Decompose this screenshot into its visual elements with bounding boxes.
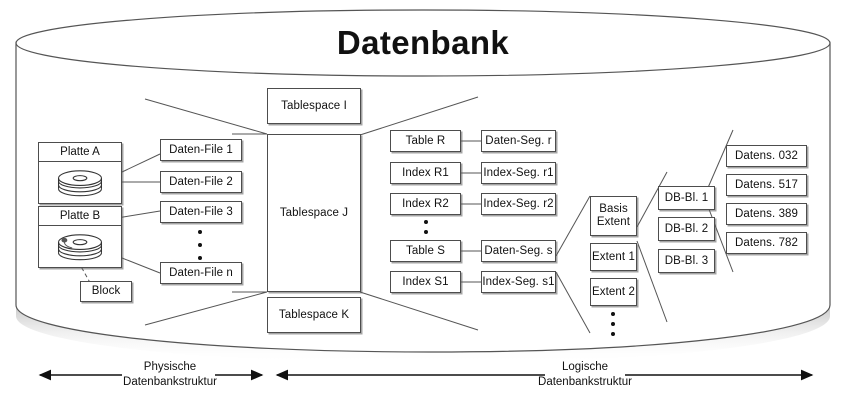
record-box-782[interactable]: Datens. 782 (726, 232, 807, 254)
record-box-032[interactable]: Datens. 032 (726, 145, 807, 167)
object-box-index-s1[interactable]: Index S1 (390, 271, 461, 293)
segment-box-index-r1[interactable]: Index-Seg. r1 (481, 162, 556, 184)
object-box-table-r[interactable]: Table R (390, 130, 461, 152)
object-box-index-r2[interactable]: Index R2 (390, 193, 461, 215)
datafile-box-2[interactable]: Daten-File 2 (160, 171, 242, 193)
extent-basis-line2: Extent (596, 216, 631, 228)
datafile-box-3[interactable]: Daten-File 3 (160, 201, 242, 223)
dbblock-box-2[interactable]: DB-Bl. 2 (658, 217, 715, 241)
physical-structure-line2: Datenbankstruktur (123, 375, 217, 388)
physical-structure-line1: Physische (143, 361, 197, 373)
disk-label: Platte A (39, 143, 121, 162)
object-box-table-s[interactable]: Table S (390, 240, 461, 262)
connector-group-segment-extents (555, 195, 591, 334)
disk-platter-icon (39, 226, 121, 270)
dbblock-box-3[interactable]: DB-Bl. 3 (658, 249, 715, 273)
cylinder-shadow (16, 305, 830, 363)
record-box-389[interactable]: Datens. 389 (726, 203, 807, 225)
datafile-box-1[interactable]: Daten-File 1 (160, 139, 242, 161)
block-box[interactable]: Block (80, 281, 132, 302)
record-box-517[interactable]: Datens. 517 (726, 174, 807, 196)
disk-platte-a[interactable]: Platte A (38, 142, 122, 204)
extent-box-2[interactable]: Extent 2 (590, 278, 637, 306)
logical-structure-label: Logische Datenbankstruktur (515, 360, 655, 390)
datafile-ellipsis (197, 230, 203, 260)
extent-basis-line1: Basis (599, 203, 628, 216)
disk-label: Platte B (39, 207, 121, 226)
logical-structure-line1: Logische (561, 361, 609, 373)
segment-box-index-s1[interactable]: Index-Seg. s1 (481, 271, 556, 293)
segment-box-daten-r[interactable]: Daten-Seg. r (481, 130, 556, 152)
logical-structure-line2: Datenbankstruktur (538, 375, 632, 388)
tablespace-box-j[interactable]: Tablespace J (267, 134, 361, 292)
tablespace-box-i[interactable]: Tablespace I (267, 88, 361, 124)
tablespace-box-k[interactable]: Tablespace K (267, 297, 361, 333)
physical-structure-label: Physische Datenbankstruktur (100, 360, 240, 390)
connector-group-object-segment (461, 140, 481, 283)
diagram-title: Datenbank (336, 24, 510, 61)
extent-box-basis[interactable]: Basis Extent (590, 196, 637, 236)
disk-platte-b[interactable]: Platte B (38, 206, 122, 268)
disk-platter-icon (39, 162, 121, 206)
extent-ellipsis (610, 312, 616, 336)
object-box-index-r1[interactable]: Index R1 (390, 162, 461, 184)
segment-box-daten-s[interactable]: Daten-Seg. s (481, 240, 556, 262)
segment-box-index-r2[interactable]: Index-Seg. r2 (481, 193, 556, 215)
extent-box-1[interactable]: Extent 1 (590, 243, 637, 271)
dbblock-box-1[interactable]: DB-Bl. 1 (658, 186, 715, 210)
datafile-box-n[interactable]: Daten-File n (160, 262, 242, 284)
